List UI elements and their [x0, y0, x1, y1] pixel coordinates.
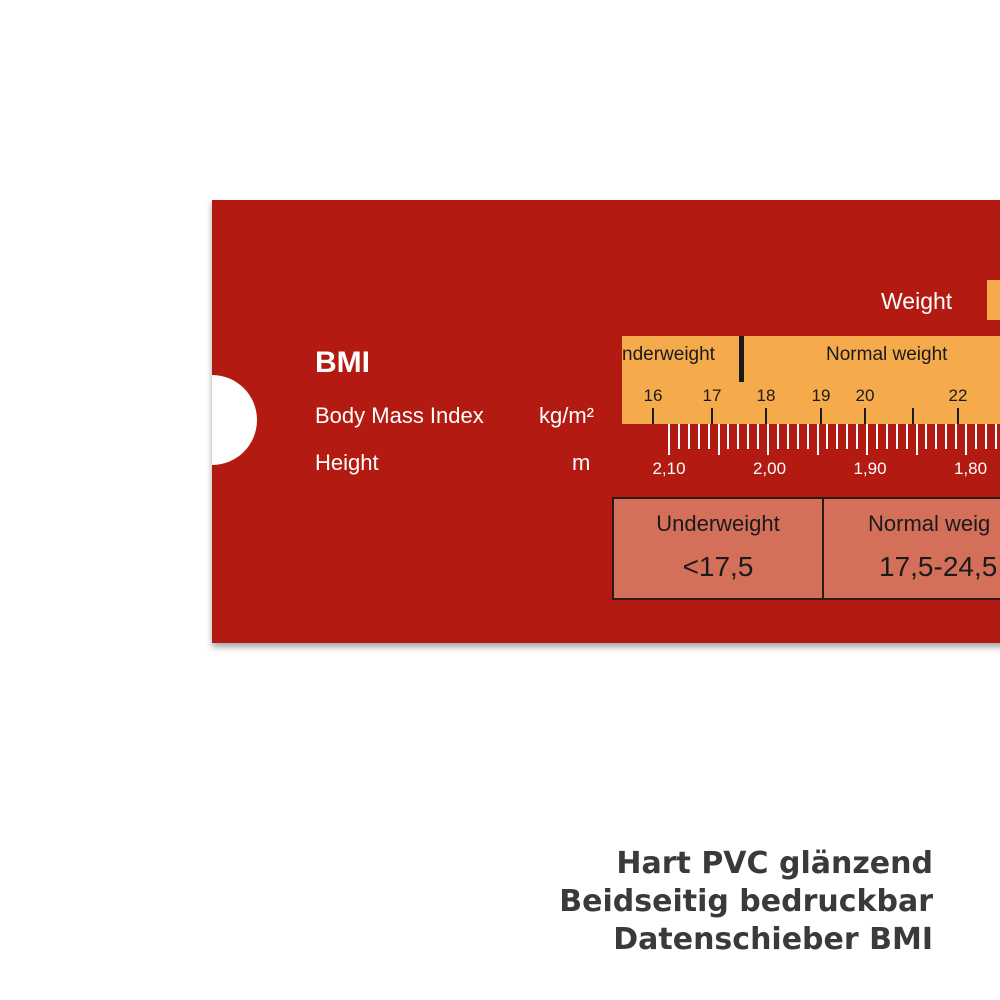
- bmi-tick-label: 19: [811, 386, 831, 405]
- bmi-tick: [652, 408, 654, 424]
- height-tick: [826, 424, 829, 449]
- height-tick: [786, 424, 789, 449]
- weight-label: Weight: [881, 288, 953, 314]
- height-tick: [866, 424, 868, 455]
- product-description: Hart PVC glänzend Beidseitig bedruckbar …: [559, 845, 933, 959]
- height-tick: [796, 424, 799, 449]
- height-tick: [836, 424, 839, 449]
- height-tick: [875, 424, 878, 449]
- bmi-unit: kg/m²: [539, 403, 594, 428]
- height-tick: [965, 424, 967, 455]
- category-name: Normal weig: [868, 511, 991, 536]
- bmi-label: Body Mass Index: [315, 403, 484, 428]
- bmi-slide-chart: BMI Body Mass Index kg/m² Height m Weigh…: [212, 200, 1000, 643]
- bmi-category-table: Underweight <17,5 Normal weig 17,5-24,5: [612, 497, 1000, 600]
- height-tick: [905, 424, 908, 449]
- bmi-tick: [864, 408, 866, 424]
- height-tick: [846, 424, 849, 449]
- category-name: Underweight: [656, 511, 780, 536]
- height-tick-label: 2,00: [752, 459, 787, 478]
- bmi-tick: [957, 408, 959, 424]
- strip-category-underweight: nderweight: [622, 344, 715, 365]
- bmi-tick: [820, 408, 822, 424]
- height-tick: [856, 424, 859, 449]
- bmi-tick: [711, 408, 713, 424]
- bmi-tick-label: 22: [948, 386, 968, 405]
- height-tick: [668, 424, 670, 455]
- height-tick: [697, 424, 700, 449]
- bmi-tick-label: 18: [756, 386, 776, 405]
- footer-line: Datenschieber BMI: [613, 922, 933, 957]
- height-tick-label: 1,90: [853, 459, 887, 478]
- height-tick: [984, 424, 987, 449]
- bmi-tick-label: 17: [702, 386, 722, 405]
- height-tick: [757, 424, 760, 449]
- table-cell-underweight: Underweight <17,5: [614, 499, 824, 598]
- height-tick: [727, 424, 730, 449]
- height-tick: [677, 424, 680, 449]
- bmi-tick: [765, 408, 767, 424]
- thumb-notch: [212, 375, 257, 465]
- height-tick: [707, 424, 710, 449]
- height-tick-label: 1,80: [953, 459, 988, 478]
- height-tick: [955, 424, 958, 449]
- height-tick-label: 2,10: [652, 459, 686, 478]
- height-unit: m: [572, 450, 591, 475]
- height-tick: [945, 424, 948, 449]
- table-cell-normal: Normal weig 17,5-24,5: [824, 499, 1000, 598]
- height-tick: [737, 424, 740, 449]
- height-tick: [925, 424, 928, 449]
- bmi-slider-strip[interactable]: nderweight Normal weight 16 17 18 19 20 22: [622, 336, 1000, 424]
- category-range: 17,5-24,5: [879, 551, 998, 582]
- bmi-tick-label: 16: [643, 386, 663, 405]
- height-tick: [935, 424, 938, 449]
- height-tick: [895, 424, 898, 449]
- footer-line: Hart PVC glänzend: [616, 846, 933, 881]
- height-tick: [806, 424, 809, 449]
- height-tick: [776, 424, 779, 449]
- category-range: <17,5: [682, 551, 754, 582]
- height-tick: [687, 424, 690, 449]
- height-tick: [767, 424, 769, 455]
- height-tick: [816, 424, 819, 455]
- height-tick: [915, 424, 918, 455]
- height-tick: [885, 424, 888, 449]
- category-divider: [739, 336, 744, 382]
- height-tick: [747, 424, 750, 449]
- title: BMI: [315, 346, 370, 379]
- height-tick: [994, 424, 997, 449]
- height-label: Height: [315, 450, 379, 475]
- strip-category-normal: Normal weight: [826, 344, 948, 365]
- height-tick: [717, 424, 720, 455]
- height-tick: [974, 424, 977, 449]
- footer-line: Beidseitig bedruckbar: [559, 884, 933, 919]
- bmi-tick-label: 20: [855, 386, 875, 405]
- bmi-tick: [912, 408, 914, 424]
- weight-window: [987, 280, 1000, 320]
